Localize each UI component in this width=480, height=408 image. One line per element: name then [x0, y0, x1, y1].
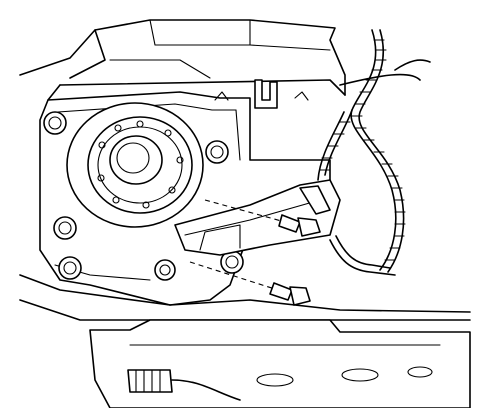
bolt-head-top-left [43, 111, 67, 135]
mounting-bolts [189, 199, 321, 306]
corner-bolts [43, 111, 244, 281]
wiring-harness [317, 29, 431, 276]
bottom-connector [127, 369, 241, 401]
bolt-head-bottom-right [220, 250, 244, 274]
bolt-lower [189, 261, 311, 306]
bolt-head-mid-left [53, 216, 77, 240]
upper-housing [19, 19, 346, 101]
flange-bolt-holes [97, 120, 184, 209]
output-flange [66, 102, 204, 228]
bolt-upper [204, 199, 321, 237]
bolt-head-bottom-mid [154, 259, 176, 281]
bolt-head-top-right [205, 140, 229, 164]
wiring-bracket [174, 179, 341, 256]
lower-frame [19, 274, 471, 408]
top-clip [214, 79, 309, 109]
bolt-head-bottom-left [58, 256, 82, 280]
